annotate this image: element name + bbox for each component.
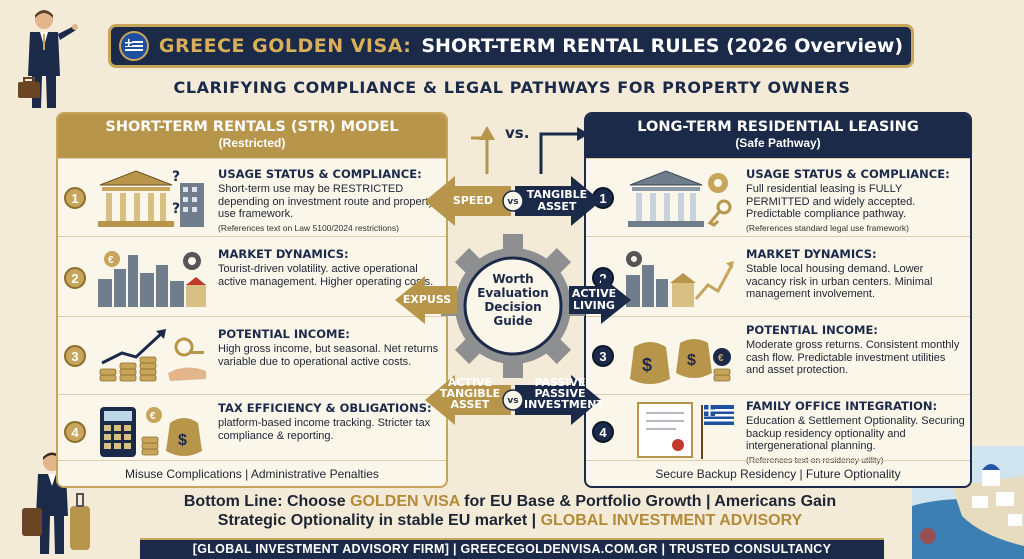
row-title: USAGE STATUS & COMPLIANCE: — [218, 167, 422, 181]
short-term-rentals-panel: SHORT-TERM RENTALS (STR) MODEL (Restrict… — [56, 112, 448, 488]
list-item: 2 MARKET DYNAMICS: Stable local housing … — [586, 236, 970, 316]
svg-text:?: ? — [172, 169, 180, 185]
money-bags-icon: $ $ € — [630, 339, 731, 384]
right-panel-header: LONG-TERM RESIDENTIAL LEASING (Safe Path… — [586, 114, 970, 158]
row-body: Tourist-driven volatility. active operat… — [218, 263, 434, 288]
svg-text:$: $ — [642, 355, 652, 375]
list-item: 3 $ $ € POTENTIAL INCOME: Moderate gross… — [586, 316, 970, 394]
page-title: SHORT-TERM RENTAL RULES (2026 Overview) — [421, 35, 904, 57]
row-title: TAX EFFICIENCY & OBLIGATIONS: — [218, 401, 432, 415]
certificate-flag-icon — [637, 402, 734, 459]
bottom-line-text: Bottom Line: Choose — [183, 493, 351, 510]
bottom-line-text: for EU Base & Portfolio Growth | America… — [217, 493, 837, 529]
row-body: Full residential leasing is FULLY PERMIT… — [746, 183, 916, 220]
versus-label: vs. — [505, 124, 530, 142]
row-body: platform-based income tracking. Stricter… — [218, 417, 431, 442]
row-title: POTENTIAL INCOME: — [746, 323, 878, 337]
footer-bar: [GLOBAL INVESTMENT ADVISORY FIRM] | GREE… — [140, 538, 884, 559]
rising-coins-icon — [99, 329, 206, 382]
row-title: FAMILY OFFICE INTEGRATION: — [746, 399, 938, 413]
housing-growth-icon — [626, 251, 734, 307]
svg-text:$: $ — [687, 352, 696, 369]
row-note: (References standard legal use framework… — [746, 222, 909, 233]
government-building-icon: ? ? — [98, 169, 204, 227]
passive-investment-label: PASSIVE PASSIVE INVESTMENT — [524, 376, 604, 411]
versus-label: vs — [507, 197, 519, 207]
bottom-line-summary: Bottom Line: Choose GOLDEN VISA for EU B… — [160, 492, 860, 530]
speed-label: SPEED — [452, 194, 494, 207]
row-title: MARKET DYNAMICS: — [746, 247, 877, 261]
list-item: 4 $ € TAX EFFICIENCY & OBLIGATIONS: plat… — [58, 394, 446, 464]
list-item: 1 USAGE STATUS & COMPLIANCE: Full reside… — [586, 158, 970, 236]
row-title: MARKET DYNAMICS: — [218, 247, 349, 261]
expuss-label: EXPUSS — [402, 293, 452, 306]
bank-building-gear-icon — [628, 170, 732, 227]
svg-text:€: € — [108, 255, 114, 266]
advisory-highlight: GLOBAL INVESTMENT ADVISORY — [540, 512, 803, 529]
row-body: Short-term use may be RESTRICTED dependi… — [218, 183, 434, 220]
golden-visa-highlight: GOLDEN VISA — [350, 493, 460, 510]
left-panel-footer: Misuse Complications | Administrative Pe… — [58, 460, 446, 486]
left-panel-subtitle: (Restricted) — [218, 136, 286, 150]
active-tangible-label: ACTIVE TANGIBLE ASSET — [439, 376, 501, 411]
row-number: 2 — [64, 267, 86, 289]
row-number: 4 — [592, 421, 614, 443]
calculator-coins-icon: $ € — [100, 407, 202, 457]
title-accent: GREECE GOLDEN VISA: — [158, 35, 412, 57]
svg-text:€: € — [150, 411, 156, 422]
right-panel-title: LONG-TERM RESIDENTIAL LEASING — [637, 119, 919, 135]
list-item: 3 POTENTIAL INCOME: High gross income, b… — [58, 316, 446, 394]
title-banner: GREECE GOLDEN VISA: SHORT-TERM RENTAL RU… — [108, 24, 914, 68]
svg-text:?: ? — [172, 201, 180, 217]
row-title: POTENTIAL INCOME: — [218, 327, 350, 341]
decision-guide-label: Worth Evaluation Decision Guide — [477, 272, 549, 328]
decision-gear-graphic — [395, 126, 631, 425]
long-term-leasing-panel: LONG-TERM RESIDENTIAL LEASING (Safe Path… — [584, 112, 972, 488]
row-number: 1 — [64, 187, 86, 209]
row-body: Moderate gross returns. Consistent month… — [746, 339, 960, 376]
list-item: 4 FAMILY OFFICE INTEGRATION: Education &… — [586, 394, 970, 465]
versus-label: vs — [507, 396, 519, 406]
page-subtitle: CLARIFYING COMPLIANCE & LEGAL PATHWAYS F… — [173, 78, 851, 97]
left-panel-title: SHORT-TERM RENTALS (STR) MODEL — [105, 119, 399, 135]
active-living-label: ACTIVE LIVING — [571, 287, 617, 312]
right-panel-footer: Secure Backup Residency | Future Optiona… — [586, 460, 970, 486]
list-item: 2 € MARKET DYNAMICS: Tourist-driven vola… — [58, 236, 446, 316]
row-title: USAGE STATUS & COMPLIANCE: — [746, 167, 950, 181]
city-market-icon: € — [98, 251, 206, 307]
row-note: (References text on residency utility) — [746, 454, 884, 465]
row-number: 3 — [64, 345, 86, 367]
svg-text:$: $ — [178, 432, 187, 449]
row-note: (References text on Law 5100/2024 restri… — [218, 222, 399, 233]
row-body: High gross income, but seasonal. Net ret… — [218, 343, 439, 368]
row-number: 3 — [592, 345, 614, 367]
list-item: 1 ? ? USAGE STATUS & COMPLIANCE: Short-t… — [58, 158, 446, 236]
tangible-asset-label: TANGIBLE ASSET — [526, 188, 588, 213]
greek-flag-shield-icon — [118, 31, 149, 61]
svg-text:€: € — [718, 353, 724, 364]
right-panel-subtitle: (Safe Pathway) — [735, 136, 821, 150]
row-body: Education & Settlement Optionality. Secu… — [746, 415, 965, 452]
row-body: Stable local housing demand. Lower vacan… — [746, 263, 933, 300]
businessman-illustration — [18, 10, 78, 108]
row-number: 4 — [64, 421, 86, 443]
left-panel-header: SHORT-TERM RENTALS (STR) MODEL (Restrict… — [58, 114, 446, 158]
